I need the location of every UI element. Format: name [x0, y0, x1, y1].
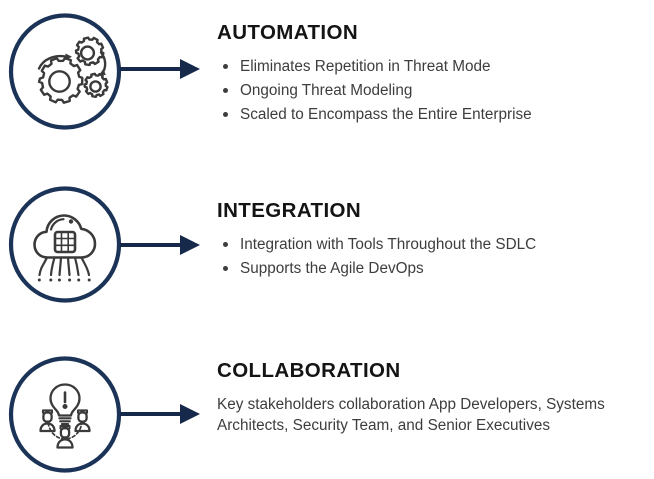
collaboration-description: Key stakeholders collaboration App Devel…: [217, 395, 605, 435]
integration-icon-badge: [7, 185, 123, 304]
collaboration-content: COLLABORATION Key stakeholders collabora…: [217, 359, 650, 437]
section-heading-automation: AUTOMATION: [217, 21, 359, 44]
list-item: Supports the Agile DevOps: [217, 258, 650, 280]
automation-icon-badge: [7, 12, 123, 131]
list-item: Scaled to Encompass the Entire Enterpris…: [217, 104, 650, 126]
automation-arrow-icon: [118, 56, 202, 82]
list-item: Integration with Tools Throughout the SD…: [217, 234, 650, 256]
section-heading-integration: INTEGRATION: [217, 199, 362, 222]
section-heading-collaboration: COLLABORATION: [217, 359, 401, 382]
integration-content: INTEGRATION Integration with Tools Throu…: [217, 199, 650, 282]
section-integration: INTEGRATION Integration with Tools Throu…: [0, 172, 654, 322]
integration-bullet-list: Integration with Tools Throughout the SD…: [217, 234, 650, 280]
list-item: Eliminates Repetition in Threat Mode: [217, 56, 650, 78]
integration-arrow-icon: [118, 232, 202, 258]
list-item: Ongoing Threat Modeling: [217, 80, 650, 102]
automation-content: AUTOMATION Eliminates Repetition in Thre…: [217, 21, 650, 128]
section-collaboration: COLLABORATION Key stakeholders collabora…: [0, 342, 654, 479]
lightbulb-people-collaboration-icon: [8, 356, 122, 473]
collaboration-icon-badge: [7, 355, 123, 474]
collaboration-arrow-icon: [118, 401, 202, 427]
cloud-chip-integration-icon: [8, 186, 122, 303]
automation-bullet-list: Eliminates Repetition in Threat Mode Ong…: [217, 56, 650, 126]
section-automation: AUTOMATION Eliminates Repetition in Thre…: [0, 0, 654, 160]
gears-automation-icon: [8, 13, 122, 130]
